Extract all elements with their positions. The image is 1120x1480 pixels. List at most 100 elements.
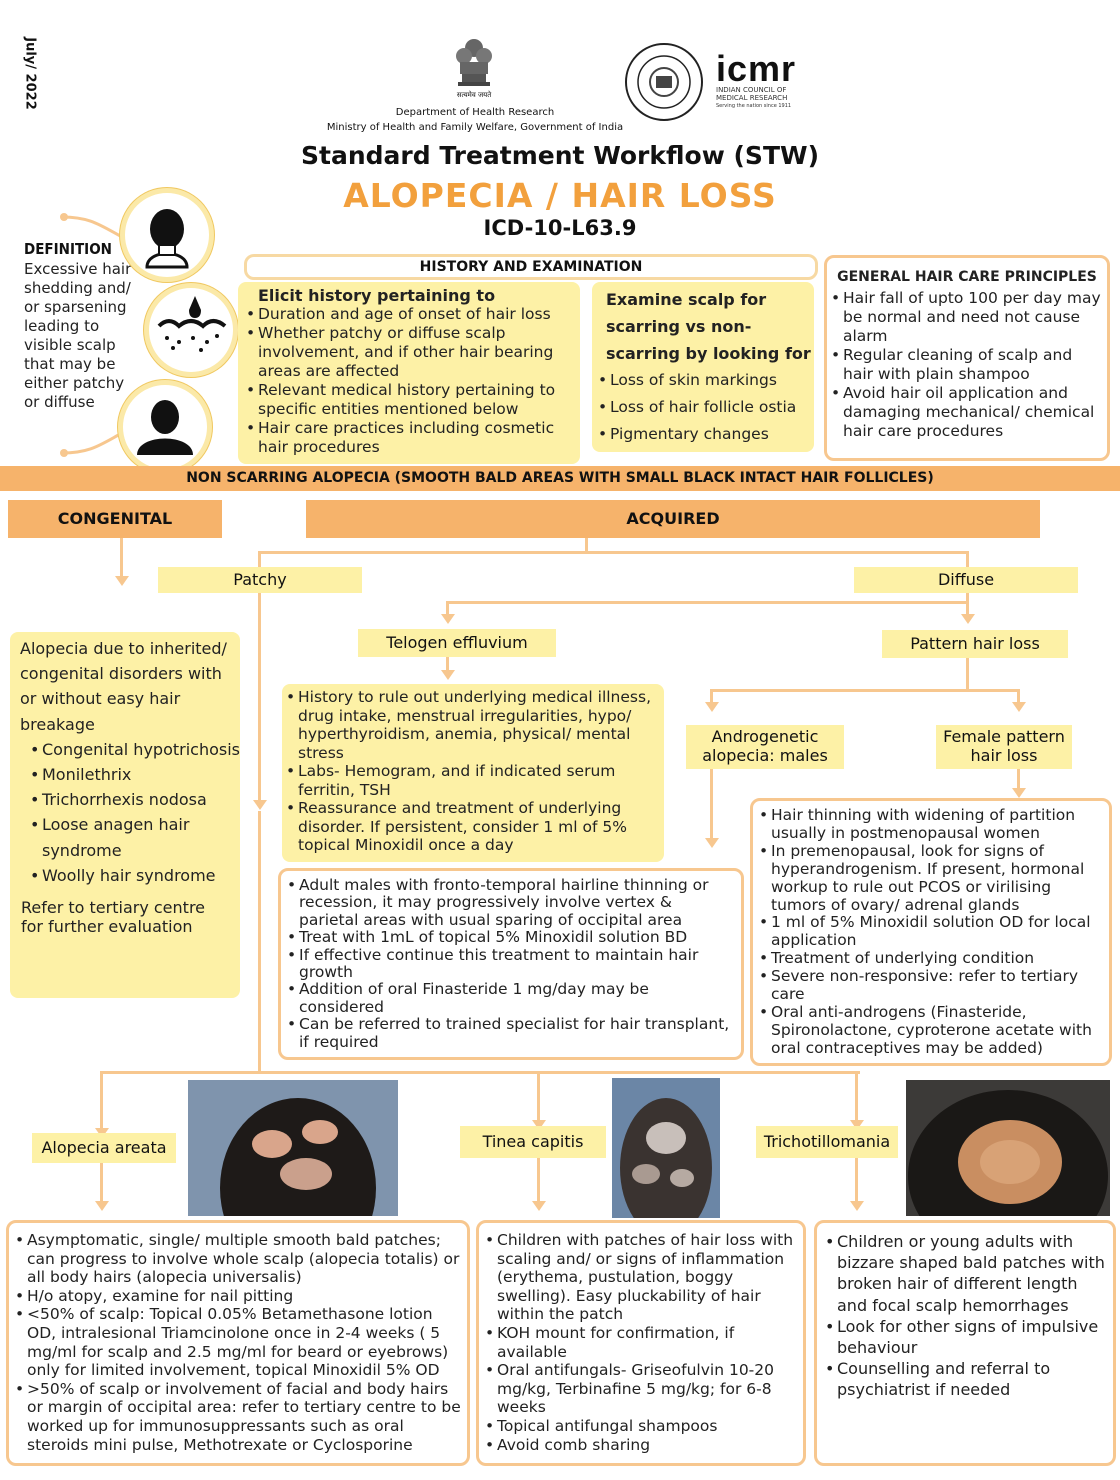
workflow-heading: Standard Treatment Workflow (STW) bbox=[301, 141, 819, 170]
connector bbox=[446, 601, 449, 615]
list-item: History to rule out underlying medical i… bbox=[284, 688, 658, 762]
arrow-icon bbox=[850, 1120, 864, 1130]
dept-line-1: Department of Health Research bbox=[395, 107, 555, 118]
general-heading: GENERAL HAIR CARE PRINCIPLES bbox=[837, 269, 1097, 285]
connector bbox=[966, 658, 969, 692]
list-item: Reassurance and treatment of underlying … bbox=[284, 799, 658, 855]
congenital-list: Congenital hypotrichosis Monilethrix Tri… bbox=[10, 737, 240, 888]
arrow-icon bbox=[532, 1120, 546, 1130]
list-item: Hair fall of upto 100 per day may be nor… bbox=[829, 289, 1101, 346]
trichotillomania-box: Children or young adults with bizzare sh… bbox=[814, 1220, 1116, 1466]
elicit-title: Elicit history pertaining to bbox=[258, 286, 496, 305]
connector bbox=[855, 1158, 858, 1203]
list-item: 1 ml of 5% Minoxidil solution OD for loc… bbox=[757, 914, 1103, 950]
list-item: If effective continue this treatment to … bbox=[285, 946, 733, 982]
list-item: H/o atopy, examine for nail pitting bbox=[13, 1287, 463, 1306]
alopecia-areata-list: Asymptomatic, single/ multiple smooth ba… bbox=[9, 1231, 467, 1454]
acquired-label: ACQUIRED bbox=[306, 500, 1040, 538]
list-item: Look for other signs of impulsive behavi… bbox=[823, 1316, 1107, 1358]
general-list: Hair fall of upto 100 per day may be nor… bbox=[827, 289, 1107, 441]
arrow-icon bbox=[1012, 788, 1026, 798]
female-pattern-box: Hair thinning with widening of partition… bbox=[750, 798, 1112, 1066]
list-item: Regular cleaning of scalp and hair with … bbox=[829, 346, 1101, 384]
definition-connectors bbox=[60, 205, 130, 465]
list-item: Hair thinning with widening of partition… bbox=[757, 806, 1103, 843]
list-item: Can be referred to trained specialist fo… bbox=[285, 1016, 733, 1051]
connector bbox=[258, 811, 261, 1071]
list-item: KOH mount for confirmation, if available bbox=[483, 1324, 797, 1361]
list-item: Treat with 1mL of topical 5% Minoxidil s… bbox=[285, 928, 733, 947]
list-item: Loss of skin markings bbox=[596, 367, 814, 394]
examine-scalp-box: Examine scalp for scarring vs non-scarri… bbox=[592, 282, 814, 452]
alopecia-areata-label: Alopecia areata bbox=[32, 1133, 176, 1163]
elicit-list: Duration and age of onset of hair loss W… bbox=[238, 305, 580, 457]
connector bbox=[537, 1071, 540, 1123]
tinea-capitis-photo bbox=[612, 1078, 720, 1218]
list-item: Loose anagen hair syndrome bbox=[28, 812, 240, 862]
female-pattern-list: Hair thinning with widening of partition… bbox=[753, 806, 1109, 1058]
list-item: Severe non-responsive: refer to tertiary… bbox=[757, 967, 1103, 1004]
tinea-capitis-label: Tinea capitis bbox=[460, 1126, 606, 1158]
icd-code: ICD-10-L63.9 bbox=[483, 216, 637, 240]
telogen-label: Telogen effluvium bbox=[358, 629, 556, 657]
arrow-icon bbox=[115, 576, 129, 586]
list-item: Labs- Hemogram, and if indicated serum f… bbox=[284, 762, 658, 799]
alopecia-areata-photo bbox=[188, 1080, 398, 1216]
list-item: Pigmentary changes bbox=[596, 421, 814, 448]
pattern-label: Pattern hair loss bbox=[882, 630, 1068, 658]
emblem-caption: सत्यमेव जयते bbox=[456, 91, 492, 99]
arrow-icon bbox=[705, 838, 719, 848]
list-item: Asymptomatic, single/ multiple smooth ba… bbox=[13, 1231, 463, 1287]
page-title: ALOPECIA / HAIR LOSS bbox=[343, 176, 777, 215]
connector bbox=[966, 601, 969, 615]
connector bbox=[258, 593, 261, 803]
connector bbox=[258, 551, 261, 567]
list-item: Whether patchy or diffuse scalp involvem… bbox=[244, 324, 572, 381]
general-principles-box: GENERAL HAIR CARE PRINCIPLES Hair fall o… bbox=[824, 255, 1110, 461]
list-item: Woolly hair syndrome bbox=[28, 863, 240, 888]
congenital-intro: Alopecia due to inherited/ congenital di… bbox=[20, 639, 227, 734]
list-item: Loss of hair follicle ostia bbox=[596, 394, 814, 421]
head-icon bbox=[120, 188, 214, 282]
connector bbox=[710, 689, 713, 703]
alopecia-areata-box: Asymptomatic, single/ multiple smooth ba… bbox=[6, 1220, 470, 1466]
telogen-list: History to rule out underlying medical i… bbox=[282, 688, 664, 855]
tinea-capitis-list: Children with patches of hair loss with … bbox=[479, 1231, 803, 1454]
connector bbox=[258, 551, 968, 554]
icmr-seal-icon bbox=[624, 42, 704, 122]
examine-list: Loss of skin markings Loss of hair folli… bbox=[592, 367, 814, 448]
connector bbox=[710, 689, 1020, 692]
examine-title: Examine scalp for scarring vs non-scarri… bbox=[606, 290, 811, 363]
list-item: Avoid hair oil application and damaging … bbox=[829, 384, 1101, 441]
androgenetic-list: Adult males with fronto-temporal hairlin… bbox=[281, 876, 741, 1051]
telogen-box: History to rule out underlying medical i… bbox=[282, 684, 664, 862]
arrow-icon bbox=[441, 670, 455, 680]
trichotillomania-list: Children or young adults with bizzare sh… bbox=[817, 1231, 1113, 1401]
list-item: In premenopausal, look for signs of hype… bbox=[757, 842, 1103, 915]
list-item: Monilethrix bbox=[28, 762, 240, 787]
connector bbox=[966, 551, 969, 567]
congenital-box: Alopecia due to inherited/ congenital di… bbox=[10, 632, 240, 998]
arrow-icon bbox=[532, 1201, 546, 1211]
list-item: Addition of oral Finasteride 1 mg/day ma… bbox=[285, 981, 733, 1016]
non-scarring-bar: NON SCARRING ALOPECIA (SMOOTH BALD AREAS… bbox=[0, 466, 1120, 491]
dept-line-2: Ministry of Health and Family Welfare, G… bbox=[326, 122, 624, 133]
androgenetic-label: Androgenetic alopecia: males bbox=[686, 725, 844, 769]
arrow-icon bbox=[961, 614, 975, 624]
congenital-label: CONGENITAL bbox=[8, 500, 222, 538]
diffuse-label: Diffuse bbox=[854, 567, 1078, 593]
trichotillomania-label: Trichotillomania bbox=[756, 1126, 898, 1158]
arrow-icon bbox=[253, 800, 267, 810]
list-item: Topical antifungal shampoos bbox=[483, 1417, 797, 1436]
trichotillomania-photo bbox=[906, 1080, 1110, 1216]
list-item: Hair care practices including cosmetic h… bbox=[244, 419, 572, 457]
connector bbox=[446, 601, 968, 604]
list-item: Congenital hypotrichosis bbox=[28, 737, 240, 762]
connector bbox=[585, 538, 588, 552]
list-item: Trichorrhexis nodosa bbox=[28, 787, 240, 812]
list-item: <50% of scalp: Topical 0.05% Betamethaso… bbox=[13, 1305, 463, 1379]
connector bbox=[855, 1071, 858, 1123]
definition-text: Excessive hair shedding and/ or sparseni… bbox=[24, 260, 132, 411]
date-stamp: July/ 2022 bbox=[22, 37, 38, 110]
list-item: >50% of scalp or involvement of facial a… bbox=[13, 1380, 463, 1454]
